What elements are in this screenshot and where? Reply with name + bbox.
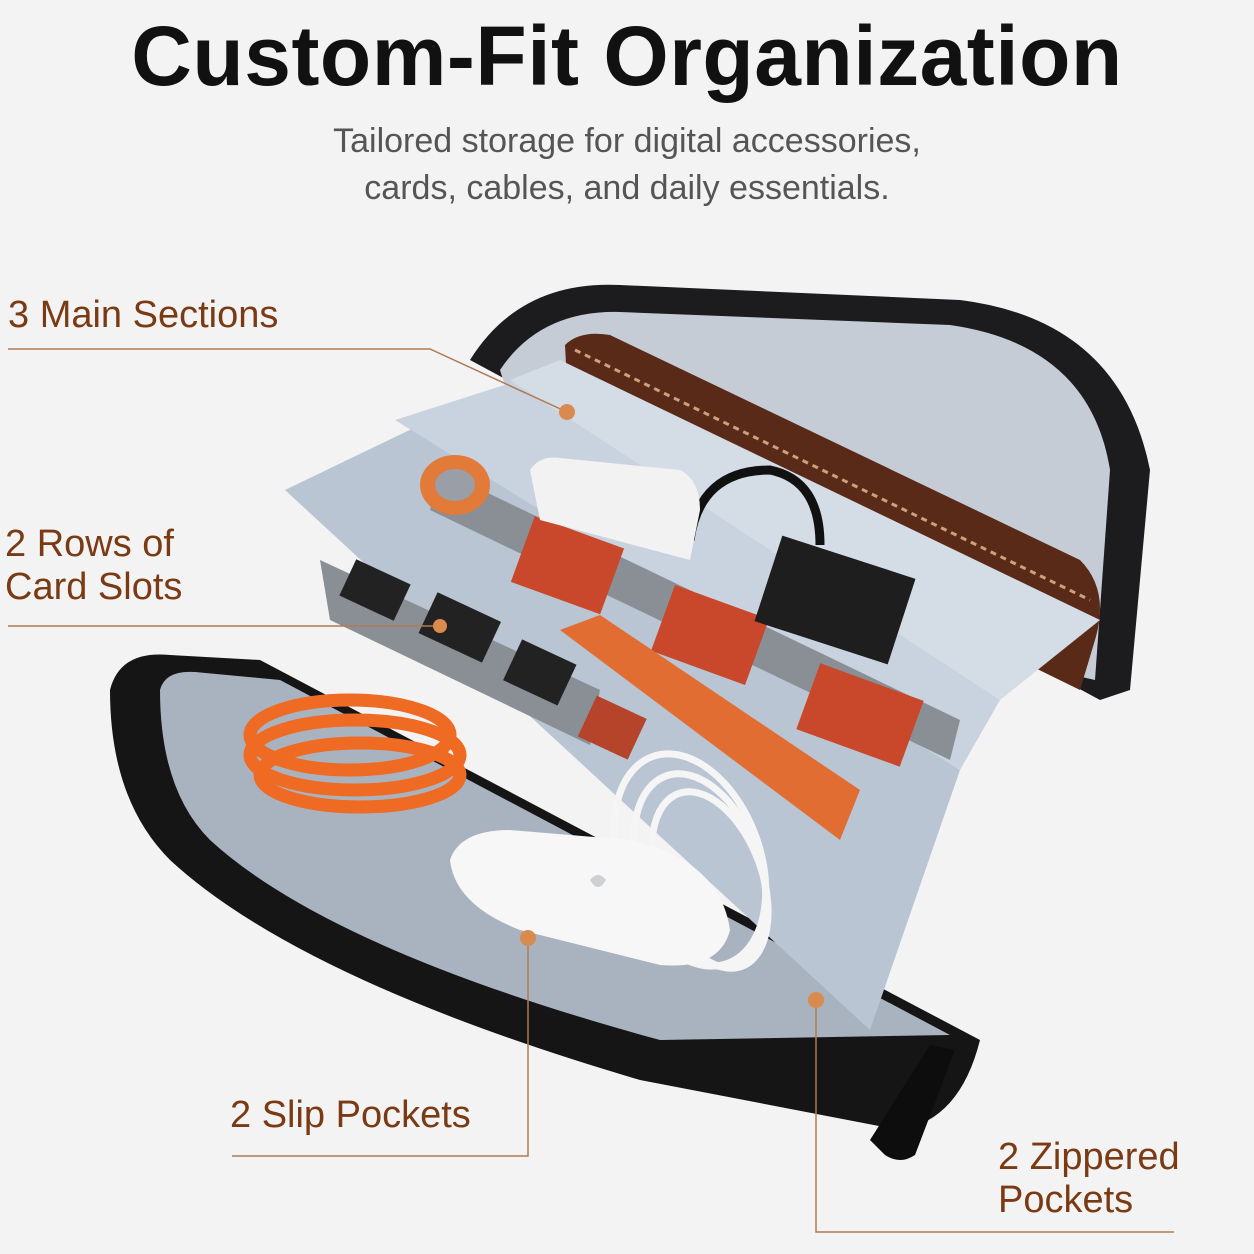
zipper-pull <box>870 1045 955 1160</box>
callout-dot-slip <box>520 930 536 946</box>
callout-line-main <box>8 348 568 413</box>
divider-3 <box>510 360 1100 700</box>
callout-card-slots-line-1: 2 Rows of <box>5 523 174 565</box>
orange-cable <box>243 693 467 814</box>
callout-main-sections: 3 Main Sections <box>8 294 279 336</box>
callout-zippered-pockets: 2 Zippered Pockets <box>998 1136 1180 1222</box>
callout-line-zip <box>815 1000 1174 1233</box>
memory-cards <box>339 516 924 767</box>
white-mouse <box>450 830 730 966</box>
callout-line-slip <box>232 938 529 1157</box>
callout-card-slots-line-2: Card Slots <box>5 566 183 608</box>
card-reader <box>754 535 916 665</box>
page-title: Custom-Fit Organization <box>131 9 1123 103</box>
callout-slip-pockets: 2 Slip Pockets <box>230 1094 471 1136</box>
callout-zippered-line-1: 2 Zippered <box>998 1136 1180 1178</box>
callout-card-slots: 2 Rows of Card Slots <box>5 523 182 609</box>
subtitle-line-1: Tailored storage for digital accessories… <box>333 122 921 160</box>
callout-zippered-line-2: Pockets <box>998 1179 1134 1221</box>
callout-dot-cards <box>433 619 447 633</box>
white-charger <box>530 457 700 560</box>
callout-dot-zip <box>808 992 824 1008</box>
orange-phone <box>560 615 860 840</box>
subtitle-line-2: cards, cables, and daily essentials. <box>364 169 890 207</box>
page-subtitle: Tailored storage for digital accessories… <box>0 118 1254 212</box>
callout-dot-main <box>559 404 575 420</box>
